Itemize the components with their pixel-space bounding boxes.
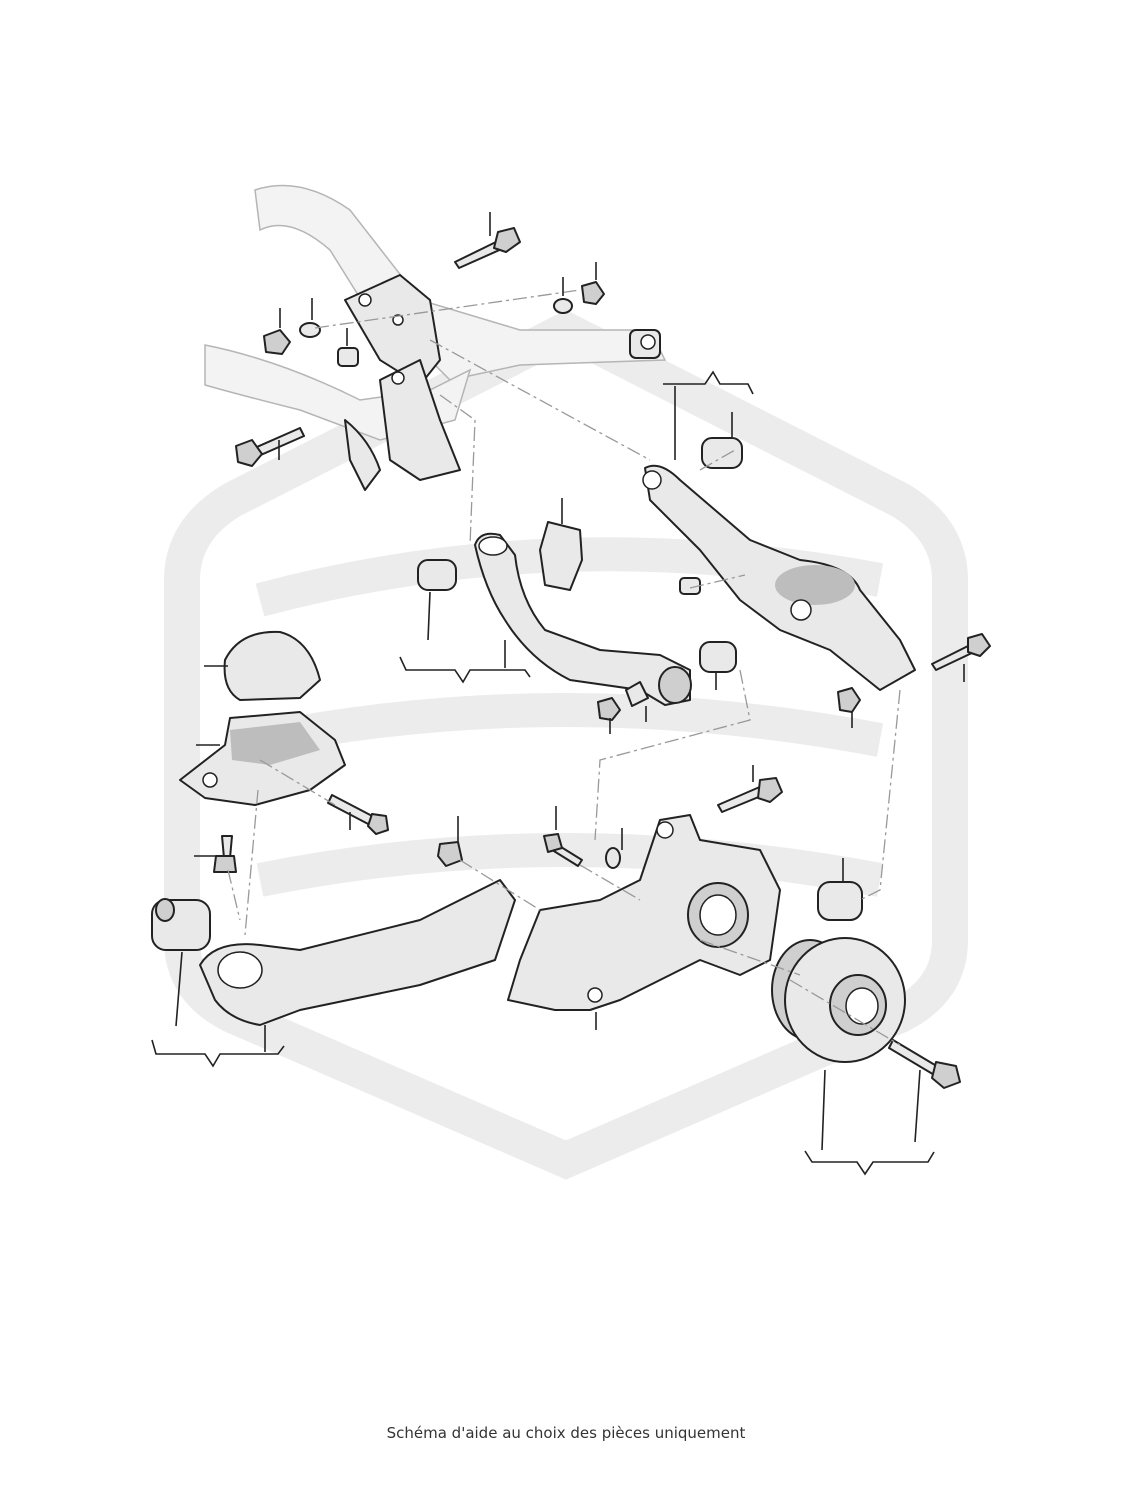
nut-icon <box>437 841 463 867</box>
bolt-icon <box>931 633 991 671</box>
nut-icon <box>581 281 605 305</box>
washer-icon <box>625 681 649 707</box>
lower-wishbone-icon <box>642 437 916 691</box>
bolt-icon <box>543 833 583 867</box>
assembly-lines <box>227 289 901 1046</box>
washer-icon <box>553 298 573 314</box>
washer-icon <box>299 322 321 338</box>
washer-icon <box>605 847 621 869</box>
bushing-icon <box>817 881 863 921</box>
trailing-arm-bracket-icon <box>179 711 346 806</box>
bolt-icon <box>235 427 305 467</box>
disclaimer-caption: Schéma d'aide au choix des pièces unique… <box>386 1424 746 1442</box>
bracket-clip-icon <box>539 521 583 591</box>
bolt-icon <box>717 777 783 813</box>
bolt-icon <box>213 835 237 873</box>
leader-lines <box>151 212 965 1176</box>
rear-subframe-icon <box>204 184 667 491</box>
nut-icon <box>837 687 861 713</box>
nut-icon <box>597 697 621 721</box>
wheel-knuckle-icon <box>507 814 781 1011</box>
bolt-icon <box>327 794 389 835</box>
wheel-hub-bearing-icon <box>771 937 906 1063</box>
nut-icon <box>263 329 291 355</box>
bolt-icon <box>454 227 521 269</box>
upper-control-arm-icon <box>417 532 737 706</box>
trailing-arm-icon <box>151 879 516 1026</box>
bump-stop-icon <box>223 630 321 701</box>
bushing-icon <box>337 347 359 367</box>
bolt-icon <box>888 1039 961 1089</box>
